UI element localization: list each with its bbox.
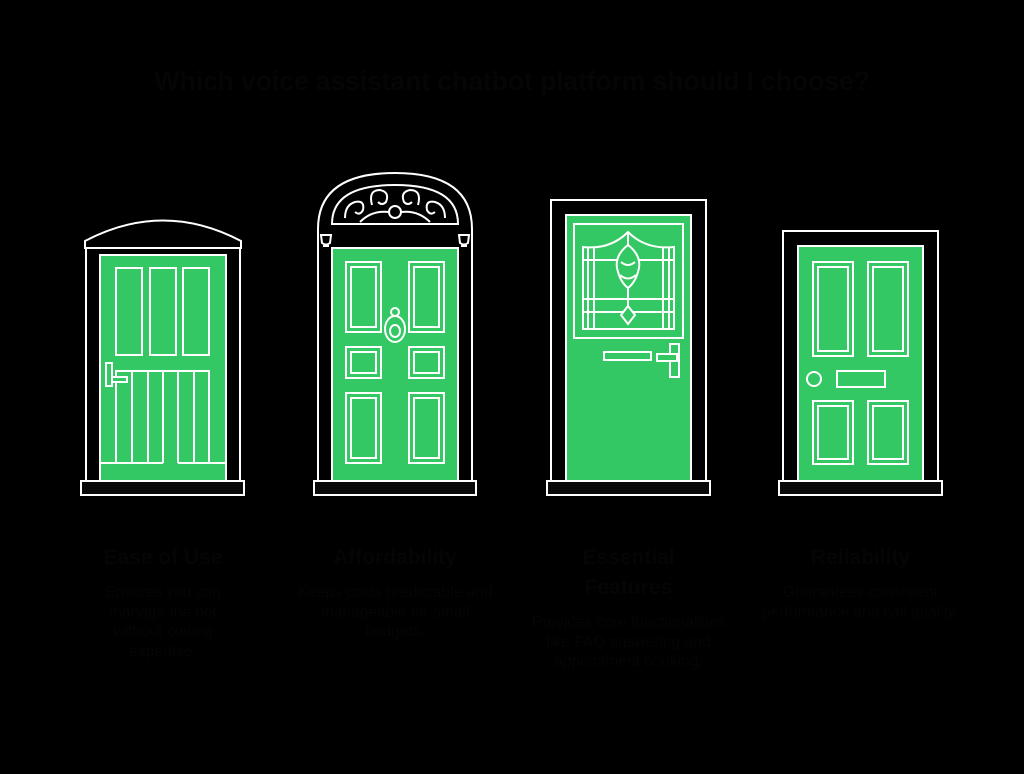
option-affordability: Affordability Keeps costs predictable an…: [295, 543, 495, 642]
option-description: Keeps costs predictable and manageable f…: [297, 584, 493, 640]
door-arched-fanlight-icon: [313, 171, 477, 496]
option-heading: Reliability: [810, 546, 911, 569]
option-heading: Ease of Use: [103, 546, 223, 569]
option-essential-features: Essential Features Provides core functio…: [526, 543, 731, 672]
option-description: Ensures you can manage the bot without c…: [105, 584, 221, 660]
option-heading: Essential Features: [582, 546, 675, 599]
door-stained-glass-icon: [546, 199, 711, 496]
page-title: Which voice assistant chatbot platform s…: [154, 66, 870, 96]
door-panel-icon: [778, 230, 943, 496]
option-description: Guarantees consistent performance and ca…: [762, 584, 960, 621]
door-plank-icon: [80, 219, 245, 496]
option-ease-of-use: Ease of Use Ensures you can manage the b…: [73, 543, 253, 661]
option-heading: Affordability: [333, 546, 457, 569]
option-reliability: Reliability Guarantees consistent perfor…: [758, 543, 963, 622]
option-description: Provides core functionalities like FAQ a…: [532, 614, 725, 670]
